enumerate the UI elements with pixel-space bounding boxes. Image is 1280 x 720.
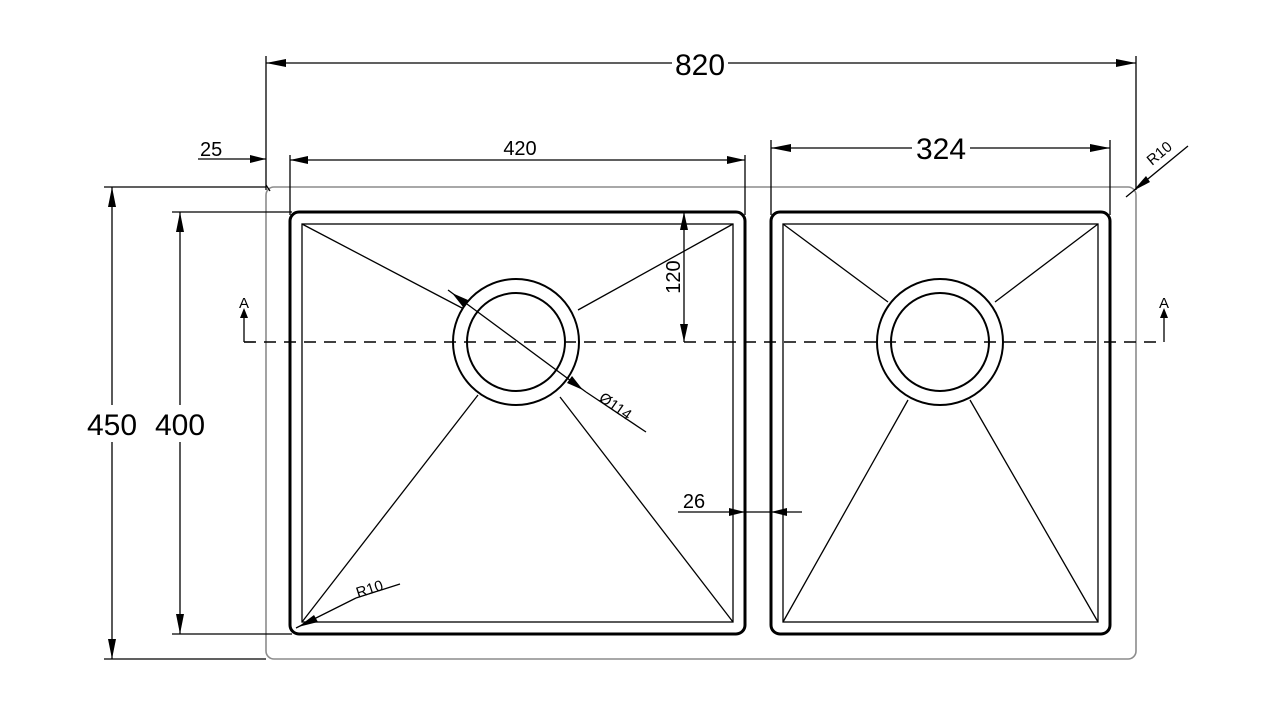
large-bowl-width-label: 420 — [503, 138, 536, 160]
edge-offset-label: 25 — [200, 139, 222, 161]
drain-diameter-label: Ø114 — [596, 389, 635, 423]
section-line-a-a: A A — [239, 295, 1169, 343]
bowl-depth-label: 400 — [155, 409, 205, 442]
dimension-divider-width: 26 — [678, 491, 802, 516]
drain-offset-label: 120 — [663, 260, 685, 293]
dimension-small-bowl-width: 324 — [770, 133, 1111, 215]
dimension-bowl-depth: 400 — [155, 211, 292, 635]
large-bowl — [288, 210, 747, 636]
overall-depth-label: 450 — [87, 409, 137, 442]
dimension-overall-width: 820 — [265, 49, 1137, 190]
overall-width-label: 820 — [675, 49, 725, 82]
divider-width-label: 26 — [683, 491, 705, 513]
corner-radius-bowl-label: R10 — [354, 577, 385, 602]
small-bowl — [769, 210, 1112, 636]
section-mark-right: A — [1159, 295, 1169, 312]
dimension-overall-depth: 450 — [87, 186, 266, 660]
dimension-corner-radius-top: R10 — [1125, 138, 1189, 198]
corner-radius-top-label: R10 — [1144, 138, 1176, 169]
dimension-large-bowl-width: 420 — [289, 138, 746, 215]
dimension-drain-diameter: Ø114 — [447, 289, 647, 433]
section-mark-left: A — [239, 295, 249, 312]
small-bowl-width-label: 324 — [916, 133, 966, 166]
sink-outline — [265, 186, 1137, 660]
dimension-drain-offset: 120 — [663, 212, 688, 342]
dimension-edge-offset: 25 — [198, 139, 271, 192]
dimension-corner-radius-bowl: R10 — [295, 577, 401, 629]
